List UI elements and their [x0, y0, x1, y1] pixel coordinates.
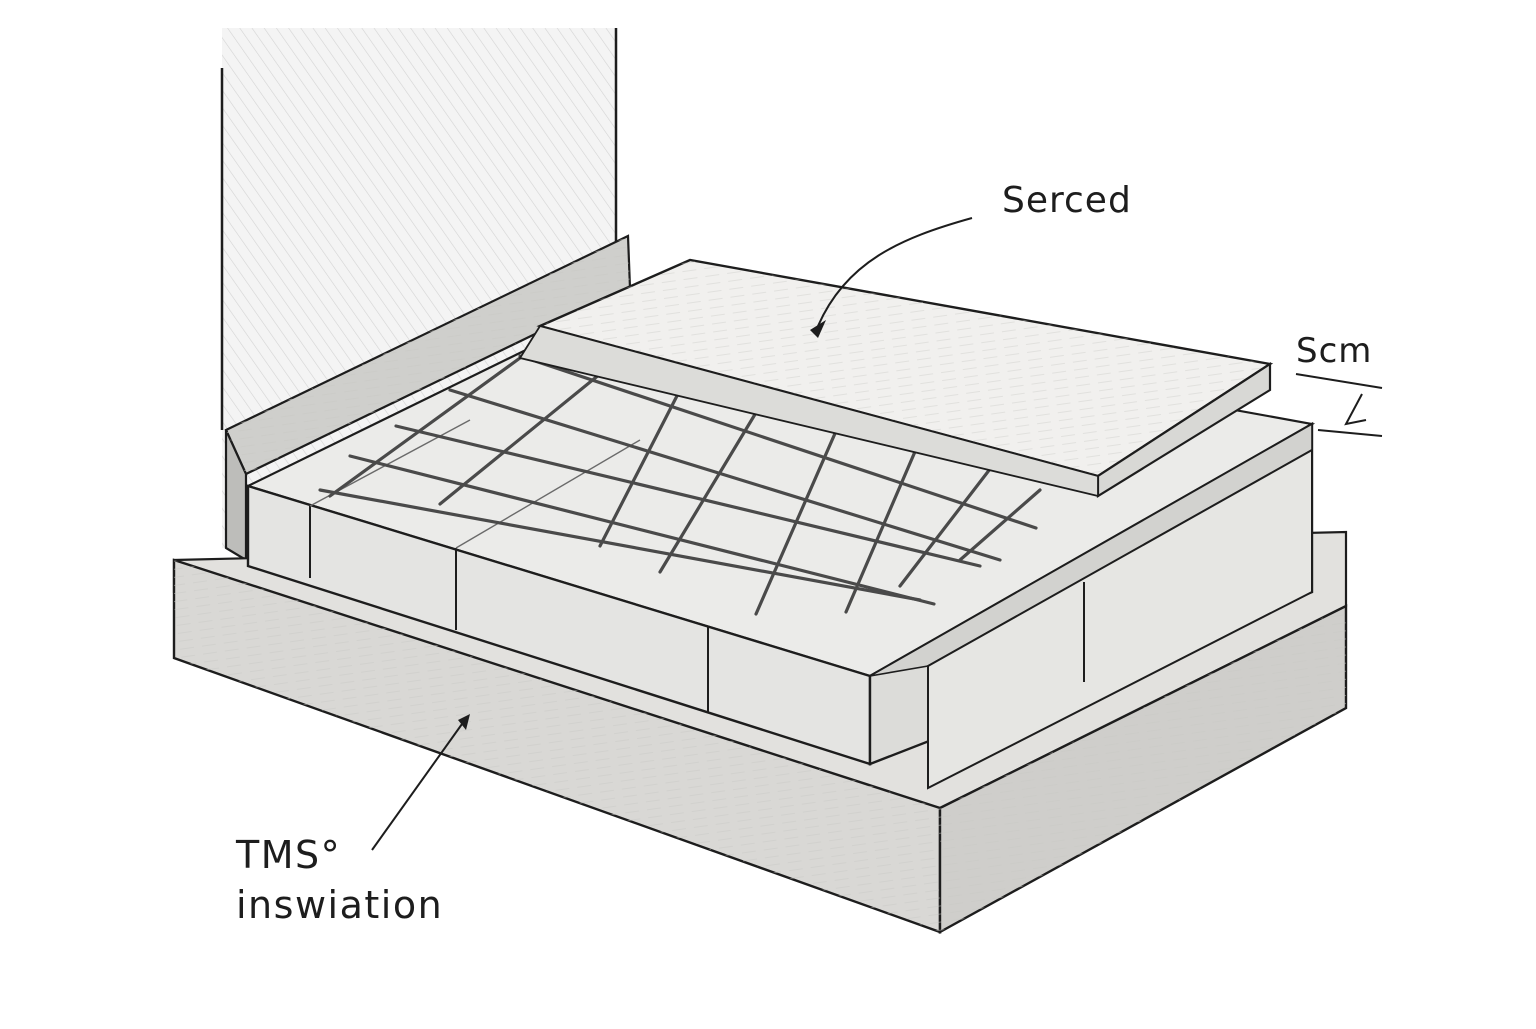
- label-insulation-line2: inswiation: [236, 883, 443, 927]
- rebar-transverse: [958, 488, 1042, 562]
- rebar-transverse: [754, 420, 842, 616]
- rebar-transverse: [328, 356, 522, 498]
- rebar-transverse: [598, 388, 682, 548]
- label-thickness: Scm: [1296, 331, 1372, 371]
- rebar-longitudinal: [448, 388, 1002, 562]
- label-insulation-line1: TMS°: [235, 833, 341, 877]
- rebar-transverse: [658, 404, 762, 574]
- rebar-longitudinal: [348, 454, 936, 606]
- rebar-longitudinal: [318, 488, 922, 602]
- rebar-transverse: [438, 372, 602, 506]
- rebar-transverse: [898, 454, 1002, 588]
- rebar-longitudinal: [394, 424, 982, 568]
- annotation-screed: Serced: [810, 180, 1132, 338]
- perimeter-strip: [224, 234, 632, 562]
- insulation-layer: [245, 298, 1316, 790]
- rebar-longitudinal: [518, 354, 1038, 530]
- rebar-transverse: [844, 438, 922, 614]
- screed-slab: [518, 258, 1274, 498]
- rebar-mesh: [318, 354, 1042, 616]
- label-screed: Serced: [1002, 180, 1132, 221]
- annotation-insulation: TMS° inswiation: [235, 714, 470, 927]
- annotation-thickness: Scm: [1295, 331, 1383, 437]
